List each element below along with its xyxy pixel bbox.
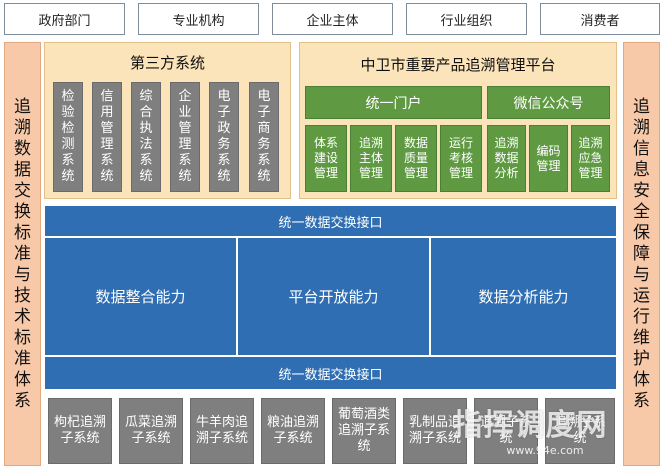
interface-bottom: 统一数据交换接口 bbox=[44, 356, 617, 390]
stakeholder-industry-org: 行业组织 bbox=[406, 3, 527, 35]
stakeholder-enterprise: 企业主体 bbox=[272, 3, 393, 35]
capability-data-integration: 数据整合能力 bbox=[44, 237, 237, 356]
module-system-building: 体系建设管理 bbox=[305, 125, 347, 192]
third-party-item-credit: 信用管理系统 bbox=[92, 82, 122, 192]
subsystem-dairy: 乳制品追溯子系统 bbox=[403, 398, 467, 464]
subsystem-beef-mutton: 牛羊肉追溯子系统 bbox=[190, 398, 254, 464]
module-operation-assessment: 运行考核管理 bbox=[440, 125, 482, 192]
third-party-item-inspection: 检验检测系统 bbox=[53, 82, 83, 192]
stakeholder-government: 政府部门 bbox=[4, 3, 125, 35]
module-data-analysis: 追溯数据分析 bbox=[487, 125, 526, 192]
watermark-text: 指挥调度网 bbox=[452, 408, 608, 443]
stakeholder-professional-agency: 专业机构 bbox=[138, 3, 259, 35]
third-party-title: 第三方系统 bbox=[129, 53, 205, 72]
right-security-column: 追溯信息安全保障与运行维护体系 bbox=[623, 42, 660, 466]
third-party-item-egov: 电子政务系统 bbox=[209, 82, 239, 192]
subsystem-goji: 枸杞追溯子系统 bbox=[48, 398, 112, 464]
subsystem-vegetables: 瓜菜追溯子系统 bbox=[119, 398, 183, 464]
subsystem-grain-oil: 粮油追溯子系统 bbox=[261, 398, 325, 464]
wechat-account: 微信公众号 bbox=[487, 86, 610, 119]
subsystem-other-2: 追溯子系统 bbox=[545, 398, 615, 464]
watermark-url: www.94e.com bbox=[506, 443, 584, 457]
capability-data-analysis: 数据分析能力 bbox=[430, 237, 617, 356]
interface-top: 统一数据交换接口 bbox=[44, 205, 617, 237]
module-coding: 编码管理 bbox=[529, 125, 568, 192]
stakeholder-consumer: 消费者 bbox=[540, 3, 660, 35]
third-party-item-ecommerce: 电子商务系统 bbox=[249, 82, 279, 192]
third-party-item-enterprise: 企业管理系统 bbox=[170, 82, 200, 192]
module-data-quality: 数据质量管理 bbox=[395, 125, 437, 192]
subsystem-wine: 葡萄酒类追溯子系统 bbox=[332, 398, 396, 464]
module-subject-management: 追溯主体管理 bbox=[350, 125, 392, 192]
third-party-item-enforcement: 综合执法系统 bbox=[131, 82, 161, 192]
module-emergency: 追溯应急管理 bbox=[571, 125, 610, 192]
unified-portal: 统一门户 bbox=[305, 86, 482, 119]
left-standards-column: 追溯数据交换标准与技术标准体系 bbox=[4, 42, 41, 466]
capability-platform-open: 平台开放能力 bbox=[237, 237, 430, 356]
subsystem-other-1: 追溯子系统 bbox=[474, 398, 538, 464]
platform-title: 中卫市重要产品追溯管理平台 bbox=[360, 55, 556, 74]
